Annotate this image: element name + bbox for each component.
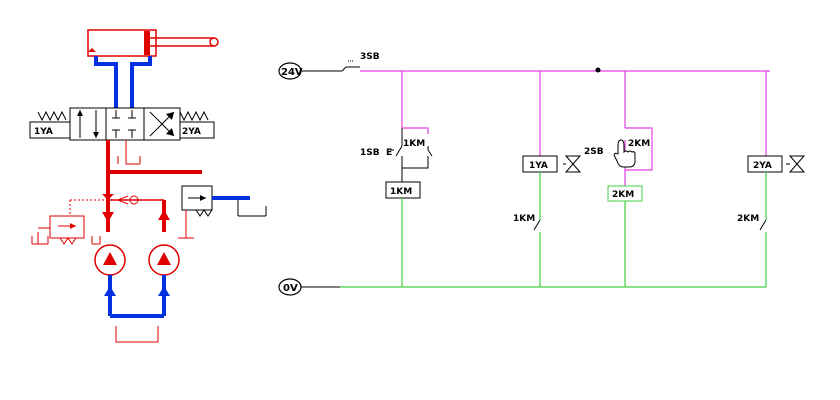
solenoid-2ya-label: 2YA — [753, 161, 772, 171]
contact-2km-hold[interactable]: 2KM — [628, 139, 650, 149]
valve-solenoid-2ya[interactable] — [179, 121, 215, 139]
solenoid-1ya-valve-icon — [563, 155, 582, 173]
contact-2km[interactable]: 2KM — [737, 214, 767, 231]
hand-cursor-icon[interactable] — [613, 139, 636, 168]
switch-2sb-label: 2SB — [584, 147, 604, 157]
valve-right-spring — [179, 110, 209, 122]
top-rail — [301, 67, 770, 73]
pump-left[interactable] — [94, 244, 126, 276]
hydraulic-cylinder[interactable] — [87, 29, 219, 57]
contact-1km-hold[interactable]: 1KM — [403, 139, 433, 157]
coil-2km[interactable]: 2KM — [607, 185, 643, 202]
suction-lines — [104, 275, 170, 318]
valve-solenoid-1ya[interactable] — [29, 121, 71, 139]
solenoid-2ya-valve-icon — [786, 155, 806, 173]
coil-1km[interactable]: 1KM — [385, 181, 421, 199]
contact-1km-hold-label: 1KM — [403, 139, 425, 149]
valve-solenoid-2ya-label: 2YA — [182, 127, 201, 137]
switch-1sb-label: 1SB — [360, 148, 380, 158]
valve-left-spring — [37, 110, 67, 122]
hydraulic-circuit: 1YA 2YA — [29, 29, 267, 343]
relief-valve[interactable] — [31, 199, 108, 245]
contact-2km-hold-label: 2KM — [628, 139, 650, 149]
terminal-0v-label: 0V — [283, 283, 298, 294]
contact-1km[interactable]: 1KM — [513, 214, 541, 231]
terminal-0v[interactable]: 0V — [278, 278, 302, 296]
pump-right[interactable] — [148, 244, 180, 276]
switch-1sb[interactable]: 1SB E — [360, 145, 403, 158]
terminal-24v[interactable]: 24V — [278, 62, 303, 80]
switch-3sb-label: 3SB — [360, 52, 380, 62]
contact-2km-label: 2KM — [737, 214, 759, 224]
switch-1sb-actuator: E — [386, 148, 392, 158]
terminal-24v-label: 24V — [281, 67, 303, 78]
rung-4: 2YA 2KM — [737, 71, 806, 287]
rung-3: 2SB 2KM 2KM — [584, 71, 653, 287]
pressure-lines — [102, 140, 202, 232]
valve-solenoid-1ya-label: 1YA — [34, 127, 53, 137]
switch-3sb[interactable]: 3SB — [341, 52, 380, 72]
cylinder-return-lines — [94, 56, 152, 108]
unloading-valve[interactable] — [178, 185, 267, 239]
electrical-circuit: 24V 0V 3SB 1SB E — [278, 52, 806, 296]
contact-1km-label: 1KM — [513, 214, 535, 224]
solenoid-2ya[interactable]: 2YA — [747, 155, 783, 173]
coil-1km-label: 1KM — [390, 187, 412, 197]
solenoid-1ya-label: 1YA — [529, 161, 548, 171]
coil-2km-label: 2KM — [612, 190, 634, 200]
check-valve[interactable] — [117, 195, 139, 205]
directional-valve[interactable]: 1YA 2YA — [29, 107, 215, 141]
solenoid-1ya[interactable]: 1YA — [522, 155, 558, 173]
hydraulic-tank — [115, 326, 159, 343]
rung-1: 1SB E 1KM 1KM — [360, 71, 433, 287]
rung-2: 1YA 1KM — [513, 71, 582, 287]
